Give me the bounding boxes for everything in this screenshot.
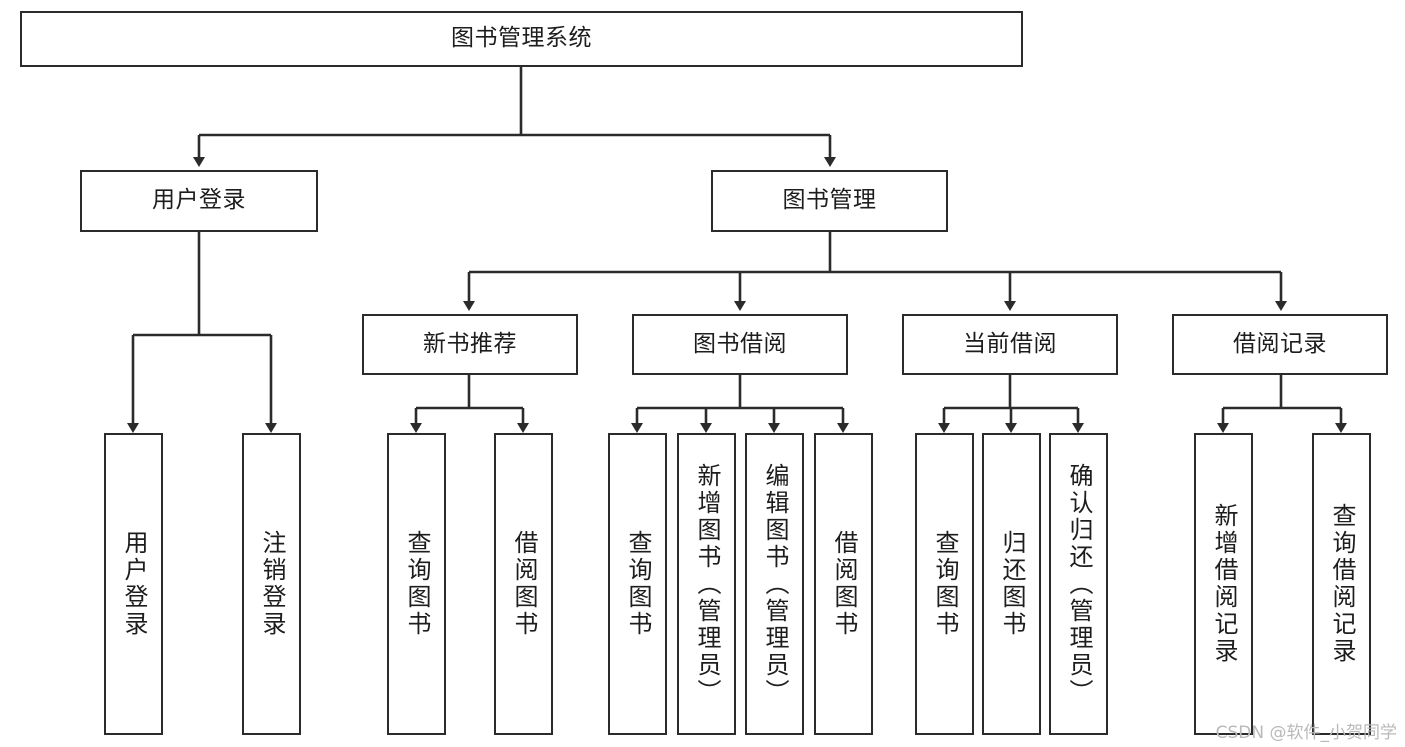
- node-leaf-user-login-label: 用户登录: [119, 530, 148, 638]
- node-leaf-borrow-book-2[interactable]: 借阅图书: [814, 433, 873, 735]
- node-leaf-query-book-2-label: 查询图书: [623, 530, 652, 638]
- node-leaf-return-book[interactable]: 归还图书: [982, 433, 1041, 735]
- node-new-book-recommend-label: 新书推荐: [423, 330, 517, 357]
- node-leaf-user-login[interactable]: 用户登录: [104, 433, 163, 735]
- node-leaf-confirm-return-label: 确认归还（管理员）: [1064, 462, 1093, 706]
- node-leaf-logout-label: 注销登录: [257, 530, 286, 638]
- node-leaf-query-book-3[interactable]: 查询图书: [915, 433, 974, 735]
- node-leaf-query-book-1-label: 查询图书: [402, 530, 431, 638]
- node-current-borrow[interactable]: 当前借阅: [902, 314, 1118, 375]
- node-leaf-add-book-label: 新增图书（管理员）: [692, 462, 721, 706]
- node-root-label: 图书管理系统: [451, 25, 592, 52]
- node-leaf-confirm-return[interactable]: 确认归还（管理员）: [1049, 433, 1108, 735]
- node-user-login[interactable]: 用户登录: [80, 170, 318, 232]
- watermark-text: CSDN @软件_小贺同学: [1215, 723, 1397, 743]
- node-leaf-borrow-book-1[interactable]: 借阅图书: [494, 433, 553, 735]
- node-borrow-record-label: 借阅记录: [1233, 330, 1327, 357]
- node-current-borrow-label: 当前借阅: [963, 330, 1057, 357]
- node-book-borrow[interactable]: 图书借阅: [632, 314, 848, 375]
- node-leaf-query-record[interactable]: 查询借阅记录: [1312, 433, 1371, 735]
- node-leaf-return-book-label: 归还图书: [997, 530, 1026, 638]
- node-user-login-label: 用户登录: [152, 187, 246, 214]
- node-leaf-borrow-book-2-label: 借阅图书: [829, 530, 858, 638]
- node-book-manage[interactable]: 图书管理: [711, 170, 948, 232]
- node-root[interactable]: 图书管理系统: [20, 11, 1023, 67]
- node-leaf-borrow-book-1-label: 借阅图书: [509, 530, 538, 638]
- node-leaf-query-book-3-label: 查询图书: [930, 530, 959, 638]
- node-leaf-add-book[interactable]: 新增图书（管理员）: [677, 433, 736, 735]
- node-leaf-edit-book-label: 编辑图书（管理员）: [760, 462, 789, 706]
- node-leaf-edit-book[interactable]: 编辑图书（管理员）: [745, 433, 804, 735]
- node-book-borrow-label: 图书借阅: [693, 330, 787, 357]
- node-borrow-record[interactable]: 借阅记录: [1172, 314, 1388, 375]
- node-leaf-query-record-label: 查询借阅记录: [1327, 503, 1356, 665]
- node-leaf-query-book-1[interactable]: 查询图书: [387, 433, 446, 735]
- node-leaf-query-book-2[interactable]: 查询图书: [608, 433, 667, 735]
- node-leaf-add-record[interactable]: 新增借阅记录: [1194, 433, 1253, 735]
- node-book-manage-label: 图书管理: [782, 187, 877, 214]
- node-new-book-recommend[interactable]: 新书推荐: [362, 314, 578, 375]
- node-leaf-add-record-label: 新增借阅记录: [1209, 503, 1238, 665]
- node-leaf-logout[interactable]: 注销登录: [242, 433, 301, 735]
